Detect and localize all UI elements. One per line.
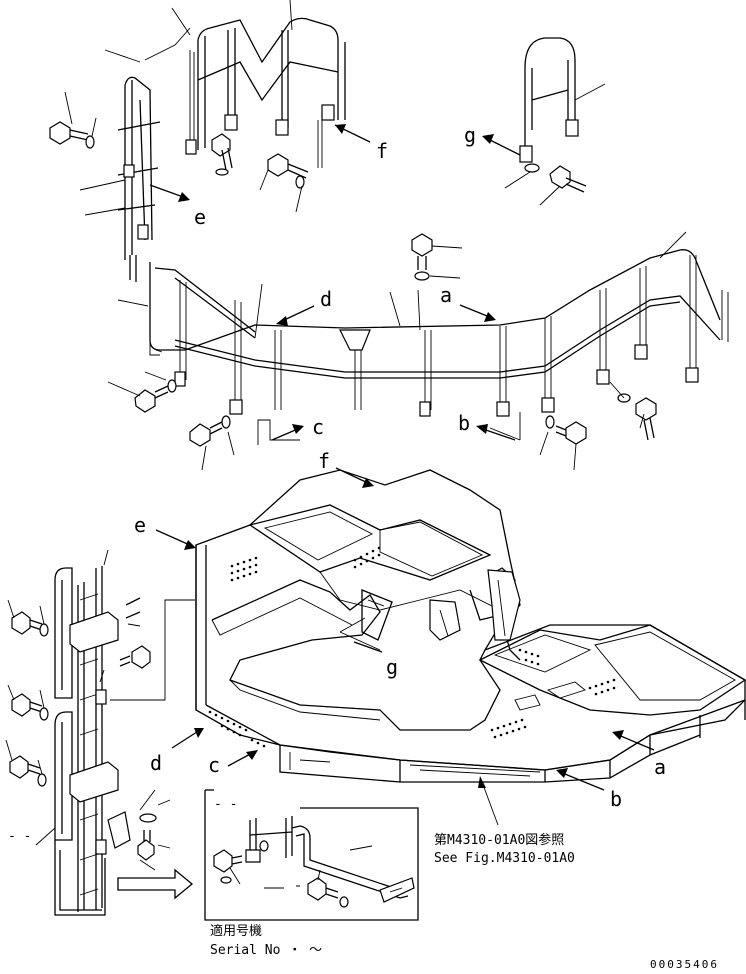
drawing-code: 00035406 (650, 958, 719, 971)
arrow-icon (362, 478, 374, 488)
arrow-icon (612, 730, 624, 740)
bolt-icon (49, 121, 89, 145)
reference-note-en: See Fig.M4310-01A0 (434, 851, 575, 866)
washer-icon (39, 707, 49, 721)
bolt-icon (267, 153, 309, 179)
detail-dash-label: - - (214, 797, 237, 812)
label-e-lower: e (134, 513, 146, 537)
handrail-upper-rear (185, 17, 346, 155)
washer-icon (545, 415, 555, 429)
reference-note-jp: 第M4310-01A0図参照 (434, 832, 564, 848)
washer-icon (339, 896, 349, 908)
bolt-icon (549, 165, 587, 193)
label-d-upper: d (320, 287, 332, 311)
washer-icon (37, 773, 47, 787)
bolt-icon (137, 830, 155, 861)
bolt-icon (9, 755, 41, 779)
detail-box: - - (204, 789, 419, 921)
arrow-icon (155, 529, 193, 547)
handrail-long-side (149, 249, 729, 417)
label-e-upper: e (194, 205, 206, 229)
label-d-lower: d (150, 751, 162, 775)
bolt-icon (11, 611, 43, 635)
arrow-icon (353, 641, 383, 653)
washer-icon (39, 623, 49, 637)
washer-icon (295, 175, 305, 189)
upper-frame-deck (110, 469, 746, 783)
ladder-dash-label: - - (8, 829, 31, 844)
label-a-upper: a (440, 283, 452, 307)
arrow-icon (292, 424, 304, 434)
washer-icon (220, 876, 232, 884)
arrow-icon (171, 729, 201, 749)
arrow-icon (194, 728, 204, 738)
bolt-icon (411, 233, 433, 270)
arrow-icon (184, 540, 196, 550)
applicable-title: 適用号機 (210, 923, 262, 939)
bolt-icon (635, 397, 657, 441)
arrow-icon (559, 771, 605, 791)
arrow-icon (556, 768, 568, 778)
arrow-icon (485, 137, 521, 156)
label-c-upper: c (312, 415, 324, 439)
label-f-lower: f (318, 449, 330, 473)
bolt-icon (134, 385, 169, 413)
right-arrow-icon (117, 868, 194, 900)
arrow-icon (335, 124, 346, 134)
bolt-icon (213, 849, 243, 873)
washer-icon (139, 813, 157, 823)
label-c-lower: c (208, 753, 220, 777)
arrow-icon (149, 184, 187, 199)
label-b-lower: b (610, 787, 622, 811)
arrow-icon (178, 192, 190, 202)
label-b-upper: b (458, 411, 470, 435)
leader-line (259, 0, 323, 213)
arrow-icon (335, 467, 371, 485)
washer-icon (221, 415, 231, 429)
bolt-icon (555, 421, 587, 445)
washer-icon (85, 135, 95, 149)
bolt-icon (189, 421, 223, 447)
handrail-small-g (519, 37, 579, 163)
washer-icon (167, 379, 177, 393)
handrail-left-e (117, 76, 161, 282)
ladder-assembly (54, 566, 141, 916)
serial-number: Serial No ・ ～ (210, 943, 322, 958)
arrow-icon (615, 733, 655, 751)
label-a-lower: a (654, 755, 666, 779)
bolt-icon (211, 133, 233, 171)
arrow-icon (276, 316, 288, 326)
bolt-icon (11, 693, 43, 717)
washer-icon (524, 163, 540, 173)
bolt-icon (307, 877, 339, 901)
label-f-upper: f (376, 139, 388, 163)
arrow-icon (246, 750, 258, 760)
vent-pattern (208, 546, 616, 748)
bolt-icon (119, 645, 151, 669)
washer-icon (215, 168, 229, 176)
washer-icon (259, 840, 269, 852)
arrow-icon (482, 134, 494, 144)
label-g-lower: g (386, 655, 398, 679)
label-g-upper: g (464, 123, 476, 147)
arrow-icon (484, 312, 496, 322)
arrow-icon (476, 424, 488, 434)
washer-icon (414, 271, 430, 281)
